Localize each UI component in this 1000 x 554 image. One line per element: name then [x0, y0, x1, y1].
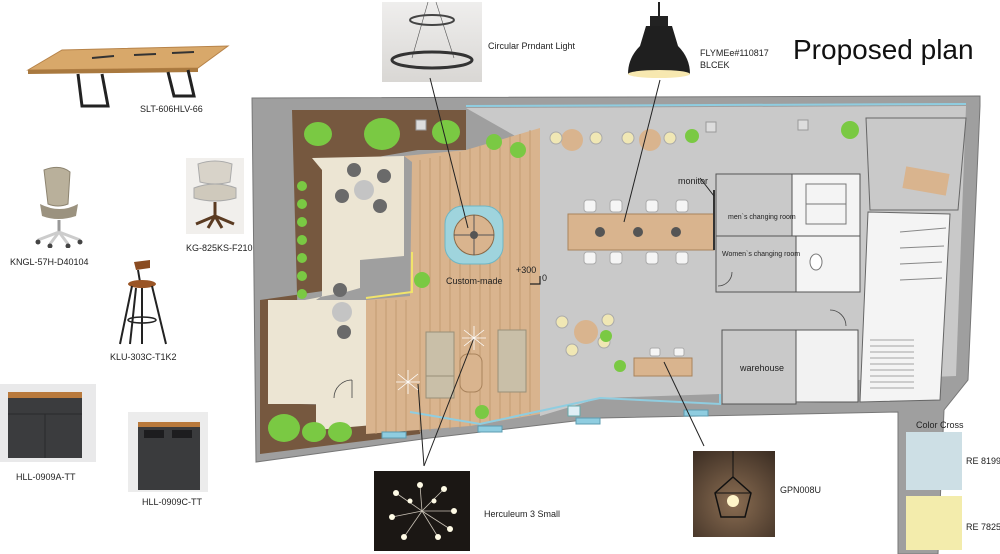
- circular-light-label: Circular Prndant Light: [488, 41, 576, 51]
- task-chair-label: KNGL-57H-D40104: [10, 257, 89, 267]
- swatch-2: [906, 496, 962, 550]
- wood-deck: [366, 128, 540, 434]
- planter: [260, 110, 466, 454]
- cabinet-c-label: HLL-0909C-TT: [142, 497, 203, 507]
- gpn-light-photo: [693, 451, 775, 537]
- table-image: [26, 45, 230, 108]
- windows: [381, 409, 709, 439]
- task-chair-image: [35, 166, 83, 248]
- shower-room: [791, 173, 861, 237]
- color-cross-title: Color Cross: [916, 420, 964, 430]
- cabinet-c-image: [128, 412, 208, 492]
- sofa-right: [497, 329, 527, 393]
- warehouse-label: warehouse: [740, 363, 785, 373]
- mens-room-label: men`s changing room: [728, 214, 796, 221]
- zero-label: 0: [542, 273, 548, 283]
- cabinet-a-label: HLL-0909A-TT: [16, 472, 76, 482]
- table-chairs: [583, 199, 689, 265]
- deck-lights: [396, 326, 486, 394]
- herculeum-light-photo: [374, 471, 470, 551]
- arm-chair-image: [186, 158, 244, 234]
- leader-lines: [417, 77, 715, 467]
- sofa-left: [425, 331, 455, 377]
- circular-light-photo: [382, 2, 482, 82]
- level-label: +300: [516, 265, 537, 275]
- stair-core: [859, 211, 951, 403]
- terrace-furniture: [332, 163, 391, 339]
- small-desk: [633, 357, 693, 377]
- table-label: SLT-606HLV-66: [140, 104, 203, 114]
- stair-treads: [870, 339, 914, 389]
- womens-room-label: Women`s changing room: [722, 251, 801, 258]
- herculeum-light-label: Herculeum 3 Small: [484, 509, 561, 519]
- swatch-1: [906, 432, 962, 490]
- arm-chair-label: KG-825KS-F210: [186, 243, 253, 253]
- swatch-2-label: RE 7825: [966, 522, 1000, 532]
- upper-lounge: [865, 117, 967, 211]
- page-title: Proposed plan: [793, 34, 974, 65]
- plants: [268, 118, 859, 442]
- flyme-light-image: [628, 2, 690, 78]
- toilet-room: [795, 235, 861, 293]
- changing-rooms: [715, 173, 797, 293]
- flyme-light-label-2: BLCEK: [700, 60, 730, 70]
- swatch-1-label: RE 8199: [966, 456, 1000, 466]
- stool-label: KLU-303C-T1K2: [110, 352, 177, 362]
- warehouse-room: [721, 329, 797, 405]
- stool-image: [119, 260, 167, 345]
- top-seating: [549, 129, 677, 151]
- monitor-label: monitor: [678, 176, 709, 186]
- flyme-light-label-1: FLYMEe#110817: [700, 48, 769, 58]
- custom-made-label: Custom-made: [446, 276, 503, 286]
- gpn-light-label: GPN008U: [780, 485, 822, 495]
- table-lamps: [595, 227, 681, 237]
- cabinet-a-image: [0, 384, 96, 462]
